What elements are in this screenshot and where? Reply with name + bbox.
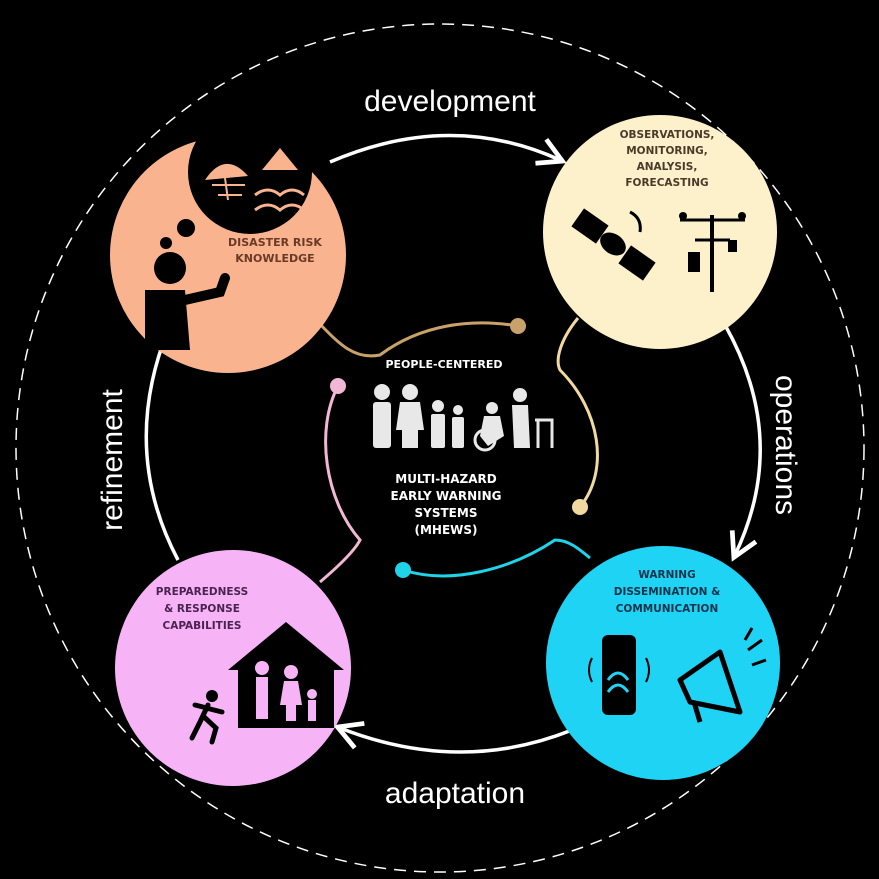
running-person-icon bbox=[189, 690, 225, 745]
label-operations: operations bbox=[769, 375, 802, 515]
center-connectors bbox=[316, 317, 599, 584]
phone-alert-icon bbox=[588, 635, 650, 715]
center-title-4: (MHEWS) bbox=[414, 523, 477, 537]
node-obs-circle bbox=[543, 115, 777, 349]
arrow-operations bbox=[723, 324, 762, 562]
thinking-person-icon bbox=[145, 252, 230, 350]
node-warn-label-2: DISSEMINATION & bbox=[614, 586, 721, 598]
center-title-2: EARLY WARNING bbox=[391, 489, 502, 503]
connector-warn bbox=[402, 538, 591, 578]
center-title-3: SYSTEMS bbox=[415, 506, 478, 520]
node-disaster-risk-knowledge: DISASTER RISK KNOWLEDGE bbox=[110, 110, 346, 373]
connector-warn-dot bbox=[395, 562, 411, 578]
house-family-icon bbox=[228, 622, 344, 728]
arrow-development bbox=[329, 133, 567, 166]
connector-prep bbox=[319, 385, 362, 584]
label-adaptation: adaptation bbox=[385, 777, 525, 810]
satellite-icon bbox=[571, 208, 656, 281]
label-refinement: refinement bbox=[96, 388, 129, 530]
node-prep-label-1: PREPAREDNESS bbox=[156, 586, 248, 598]
connector-risk-dot bbox=[510, 318, 526, 334]
outer-dashed-ring bbox=[15, 23, 865, 873]
arrow-refinement bbox=[144, 323, 180, 561]
node-warning-dissemination: WARNING DISSEMINATION & COMMUNICATION bbox=[546, 546, 780, 780]
people-group-icon bbox=[373, 384, 554, 452]
node-warn-label-1: WARNING bbox=[638, 569, 695, 581]
arrow-adaptation bbox=[333, 721, 573, 754]
connector-risk bbox=[316, 320, 519, 358]
node-risk-label-2: KNOWLEDGE bbox=[235, 252, 314, 265]
node-obs-label-2: MONITORING, bbox=[626, 145, 708, 157]
node-obs-label-1: OBSERVATIONS, bbox=[620, 129, 715, 141]
center-title-1: MULTI-HAZARD bbox=[395, 472, 497, 486]
connector-obs-dot bbox=[572, 499, 588, 515]
node-risk-label-1: DISASTER RISK bbox=[228, 236, 322, 249]
megaphone-icon bbox=[677, 627, 767, 723]
node-prep-label-2: & RESPONSE bbox=[164, 603, 240, 615]
node-warn-label-3: COMMUNICATION bbox=[616, 603, 719, 615]
node-obs-label-4: FORECASTING bbox=[625, 177, 708, 189]
node-observations: OBSERVATIONS, MONITORING, ANALYSIS, FORE… bbox=[543, 115, 777, 349]
node-obs-label-3: ANALYSIS, bbox=[637, 161, 698, 173]
label-development: development bbox=[364, 85, 536, 118]
connector-prep-dot bbox=[330, 378, 346, 394]
node-preparedness: PREPAREDNESS & RESPONSE CAPABILITIES bbox=[115, 550, 351, 786]
center-top-label: PEOPLE-CENTERED bbox=[385, 358, 502, 371]
connector-obs bbox=[556, 317, 599, 508]
node-warn-circle bbox=[546, 546, 780, 780]
weather-station-icon bbox=[679, 212, 746, 292]
node-prep-label-3: CAPABILITIES bbox=[162, 620, 241, 632]
thought-bubble-icon bbox=[160, 110, 312, 249]
center-mhews: PEOPLE-CENTERED MULTI-HAZARD EARLY WARNI… bbox=[373, 358, 554, 537]
